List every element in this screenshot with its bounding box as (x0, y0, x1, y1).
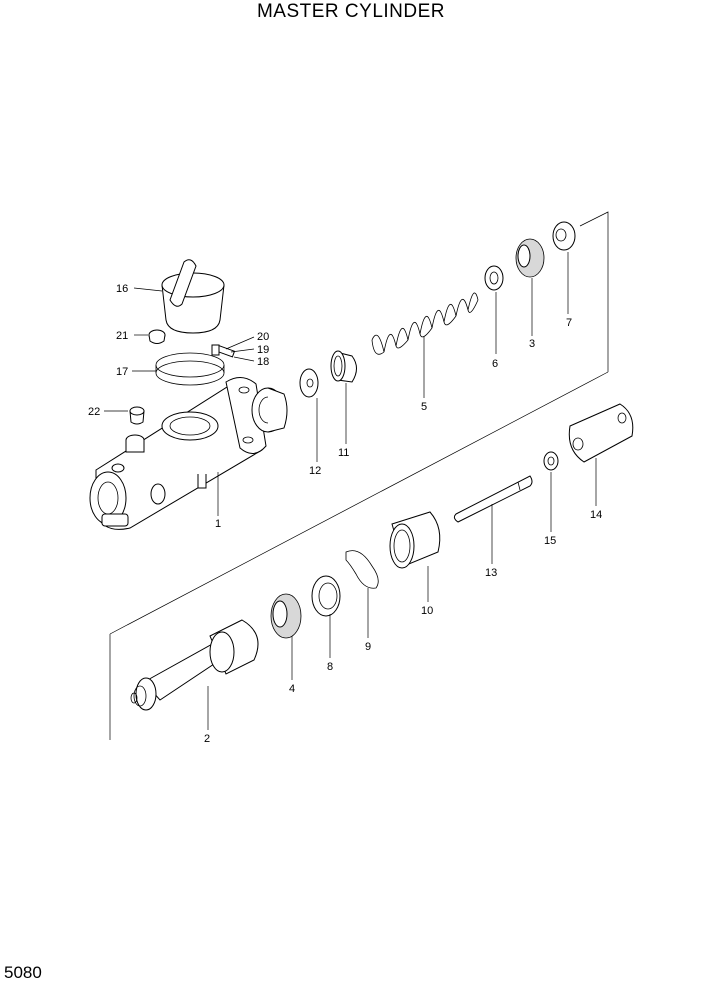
part-8-ring (311, 575, 341, 617)
part-22-bleeder-cap (129, 406, 145, 425)
callout-labels: 1 2 3 4 5 6 7 8 9 10 11 12 13 14 15 16 1… (88, 283, 602, 745)
part-21-plug (148, 329, 166, 344)
callout-18: 18 (257, 356, 269, 368)
part-18-20-clamp-screw (211, 344, 236, 358)
part-16-reservoir-cap (161, 259, 225, 334)
part-3-ribbed-seal (515, 238, 545, 278)
part-2-piston (130, 619, 259, 711)
callout-4: 4 (289, 683, 295, 695)
part-6-seal (484, 265, 504, 291)
part-9-retaining-wire (345, 550, 379, 589)
callout-9: 9 (365, 641, 371, 653)
callout-14: 14 (590, 509, 602, 521)
callout-3: 3 (529, 338, 535, 350)
part-12-washer (299, 368, 319, 398)
part-7-washer (552, 221, 576, 251)
callout-15: 15 (544, 535, 556, 547)
callout-22: 22 (88, 406, 100, 418)
callout-8: 8 (327, 661, 333, 673)
part-5-spring (371, 292, 479, 355)
part-14-clevis (568, 403, 634, 463)
callout-5: 5 (421, 401, 427, 413)
callout-13: 13 (485, 567, 497, 579)
callout-17: 17 (116, 366, 128, 378)
part-13-push-rod (453, 475, 533, 523)
part-11-cup (330, 350, 357, 383)
callout-6: 6 (492, 358, 498, 370)
assembly-frame-lines (109, 211, 609, 740)
callout-1: 1 (215, 518, 221, 530)
part-1-cylinder-body (89, 377, 288, 530)
callout-21: 21 (116, 330, 128, 342)
callout-7: 7 (566, 317, 572, 329)
callout-2: 2 (204, 733, 210, 745)
page-number: 5080 (4, 963, 42, 982)
callout-11: 11 (338, 447, 349, 459)
part-4-ribbed-seal (270, 593, 302, 639)
callout-20: 20 (257, 331, 269, 343)
page-title: MASTER CYLINDER (256, 1, 446, 22)
callout-10: 10 (421, 605, 433, 617)
callout-12: 12 (309, 465, 321, 477)
part-17-clamp-band (155, 352, 225, 386)
part-10-boot (389, 511, 441, 569)
callout-19: 19 (257, 344, 269, 356)
callout-16: 16 (116, 283, 128, 295)
part-15-nut (543, 451, 559, 471)
